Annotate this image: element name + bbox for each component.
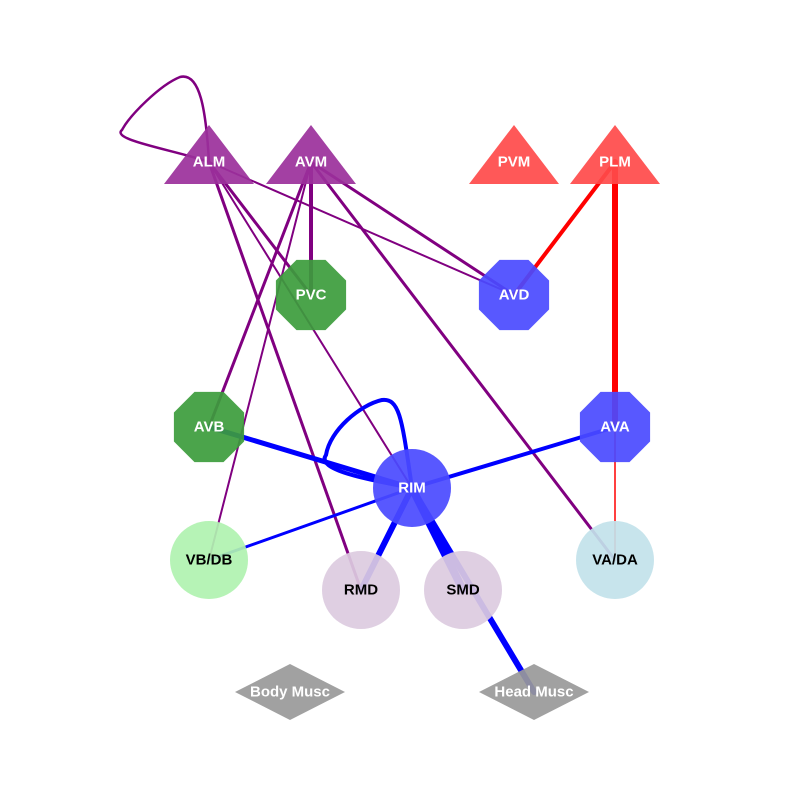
node-ava[interactable]: AVA xyxy=(579,391,651,463)
node-rim-shape xyxy=(373,449,451,527)
node-bodymusc-shape xyxy=(235,664,345,720)
node-alm-shape xyxy=(164,125,254,184)
nodes-layer: ALM AVM PVM PLM PVC AVD AVB AVA RIM VB/DB RMD SMD VA… xyxy=(164,125,660,720)
node-avm-shape xyxy=(266,125,356,184)
node-headmusc-shape xyxy=(479,664,589,720)
node-pvm[interactable]: PVM xyxy=(469,125,559,184)
node-headmusc-label: Head Musc xyxy=(494,684,573,701)
node-plm-label: PLM xyxy=(599,154,631,171)
node-rim[interactable]: RIM xyxy=(373,449,451,527)
node-alm-label: ALM xyxy=(193,154,226,171)
edge-avm-to-vbdb xyxy=(208,161,312,561)
node-avb-shape xyxy=(173,391,245,463)
edge-avm-to-avd xyxy=(309,160,516,297)
node-pvc-label: PVC xyxy=(296,287,327,304)
node-plm[interactable]: PLM xyxy=(570,125,660,184)
node-vada-label: VA/DA xyxy=(592,552,638,569)
node-rmd-label: RMD xyxy=(344,582,378,599)
node-avm-label: AVM xyxy=(295,154,327,171)
node-smd[interactable]: SMD xyxy=(424,551,502,629)
node-smd-label: SMD xyxy=(446,582,480,599)
edge-avm-to-avb xyxy=(207,160,313,429)
node-smd-shape xyxy=(424,551,502,629)
node-pvm-shape xyxy=(469,125,559,184)
node-avd[interactable]: AVD xyxy=(478,259,550,331)
node-vada-shape xyxy=(576,521,654,599)
node-avm[interactable]: AVM xyxy=(266,125,356,184)
node-ava-label: AVA xyxy=(600,419,630,436)
node-bodymusc[interactable]: Body Musc xyxy=(235,664,345,720)
edge-rim-to-rim xyxy=(322,397,414,490)
edge-alm-to-alm xyxy=(119,75,211,164)
node-pvm-label: PVM xyxy=(498,154,531,171)
node-rmd-shape xyxy=(322,551,400,629)
node-headmusc[interactable]: Head Musc xyxy=(479,664,589,720)
node-pvc-shape xyxy=(275,259,347,331)
edge-avm-to-vada xyxy=(309,160,617,562)
node-ava-shape xyxy=(579,391,651,463)
node-vada[interactable]: VA/DA xyxy=(576,521,654,599)
node-avd-label: AVD xyxy=(499,287,530,304)
node-avd-shape xyxy=(478,259,550,331)
node-pvc[interactable]: PVC xyxy=(275,259,347,331)
node-rmd[interactable]: RMD xyxy=(322,551,400,629)
node-avb-label: AVB xyxy=(194,419,225,436)
node-vbdb[interactable]: VB/DB xyxy=(170,521,248,599)
node-vbdb-label: VB/DB xyxy=(186,552,233,569)
edge-alm-to-rmd xyxy=(207,160,363,592)
node-avb[interactable]: AVB xyxy=(173,391,245,463)
node-rim-label: RIM xyxy=(398,480,426,497)
node-alm[interactable]: ALM xyxy=(164,125,254,184)
node-vbdb-shape xyxy=(170,521,248,599)
node-bodymusc-label: Body Musc xyxy=(250,684,330,701)
node-plm-shape xyxy=(570,125,660,184)
